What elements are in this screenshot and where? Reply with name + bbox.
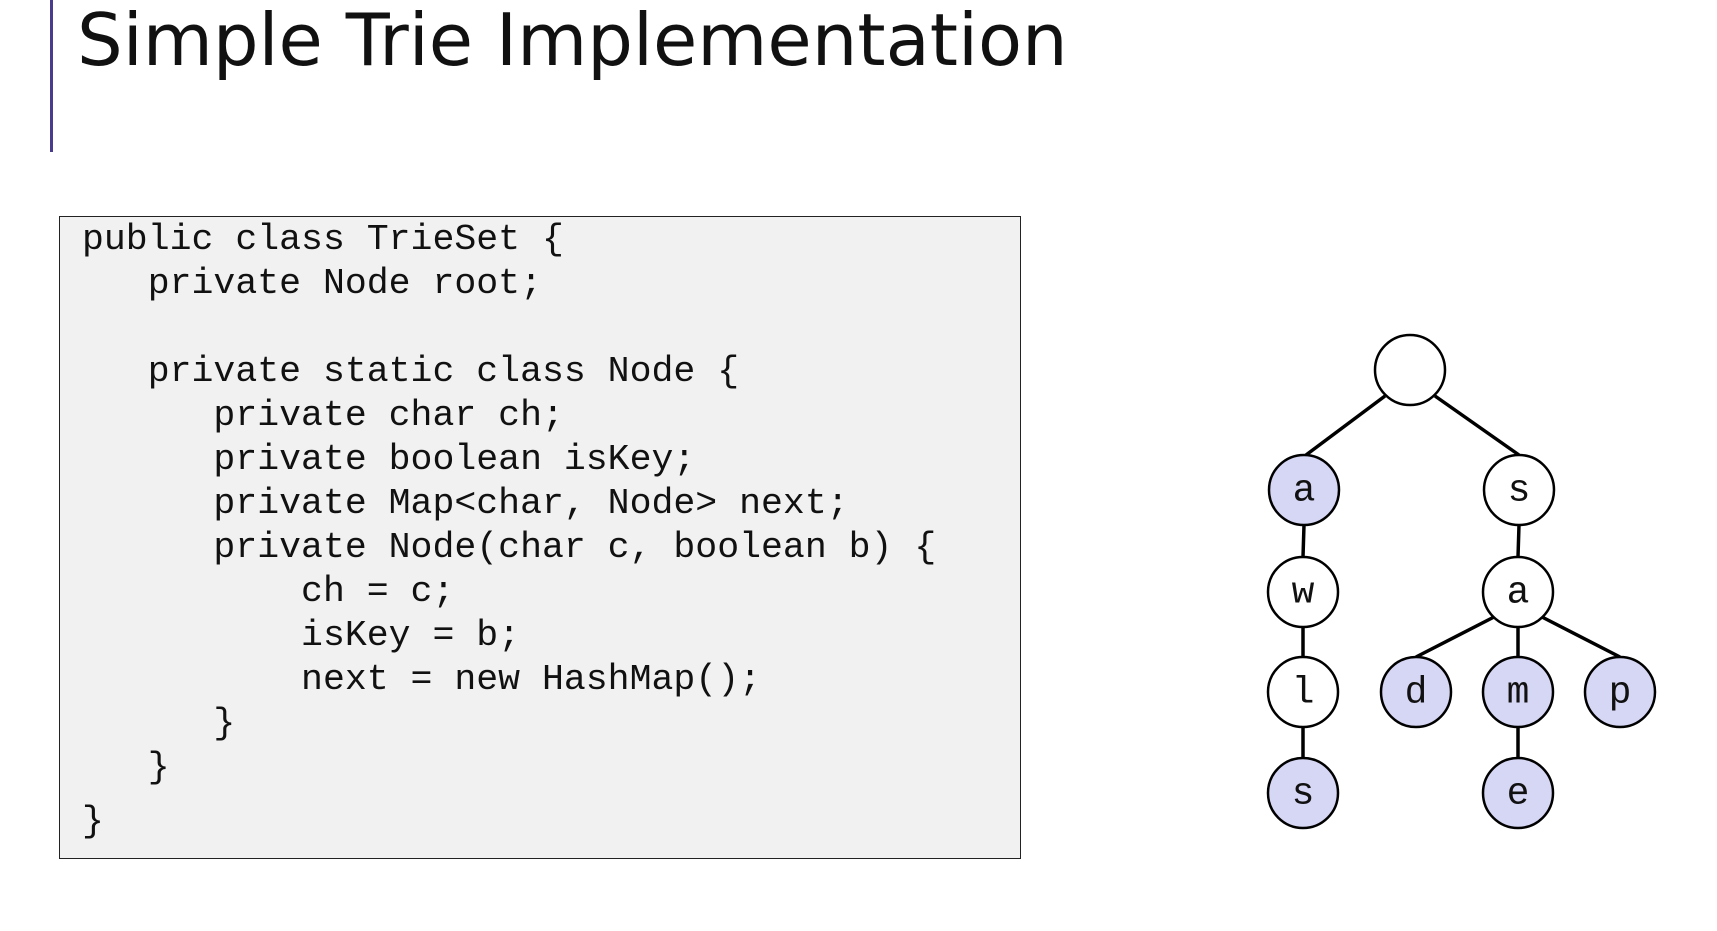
trie-node-label: a (1293, 470, 1316, 513)
code-line: next = new HashMap(); (82, 659, 762, 700)
trie-node-label: m (1507, 672, 1530, 715)
trie-node: a (1481, 555, 1555, 629)
code-line: } (82, 801, 104, 842)
trie-node-circle (1481, 756, 1555, 830)
code-line: isKey = b; (82, 615, 521, 656)
code-line: } (82, 747, 170, 788)
code-line: private Node root; (82, 263, 542, 304)
trie-node-label: s (1292, 773, 1315, 816)
trie-node-circle (1481, 655, 1555, 729)
trie-node: e (1481, 756, 1555, 830)
trie-node-circle (1266, 555, 1340, 629)
trie-node-label: l (1292, 672, 1315, 715)
trie-node-label: p (1609, 672, 1632, 715)
code-line: private static class Node { (82, 351, 740, 392)
trie-node-label: d (1405, 672, 1428, 715)
slide-title: Simple Trie Implementation (77, 0, 1068, 82)
trie-node: l (1266, 655, 1340, 729)
trie-node-circle (1583, 655, 1657, 729)
trie-node: w (1266, 555, 1340, 629)
trie-edge (1415, 615, 1495, 659)
trie-root-node (1373, 333, 1447, 407)
trie-node: m (1481, 655, 1555, 729)
trie-node-circle (1266, 756, 1340, 830)
trie-edge (1301, 524, 1306, 558)
code-line: ch = c; (82, 571, 455, 612)
trie-node: d (1379, 655, 1453, 729)
code-line: private Map<char, Node> next; (82, 483, 849, 524)
trie-node: s (1482, 453, 1556, 527)
trie-node-label: w (1292, 572, 1315, 615)
trie-node: a (1267, 453, 1341, 527)
trie-node-label: s (1508, 470, 1531, 513)
title-accent-bar (50, 0, 53, 152)
trie-node-circle (1266, 655, 1340, 729)
trie-edge (1433, 394, 1521, 457)
code-line: private char ch; (82, 395, 564, 436)
trie-node-circle (1481, 555, 1555, 629)
trie-edge (1304, 394, 1387, 457)
code-line: } (82, 703, 236, 744)
trie-node-circle (1373, 333, 1447, 407)
trie-node-label: e (1507, 773, 1530, 816)
code-block: public class TrieSet { private Node root… (59, 216, 1021, 859)
trie-node-circle (1482, 453, 1556, 527)
trie-edge (1516, 524, 1521, 558)
trie-edge (1541, 615, 1621, 659)
code-line: private boolean isKey; (82, 439, 696, 480)
code-line: public class TrieSet { (82, 219, 564, 260)
trie-node-circle (1379, 655, 1453, 729)
trie-node: s (1266, 756, 1340, 830)
trie-node: p (1583, 655, 1657, 729)
code-line: private Node(char c, boolean b) { (82, 527, 937, 568)
trie-node-circle (1267, 453, 1341, 527)
trie-node-label: a (1507, 572, 1530, 615)
